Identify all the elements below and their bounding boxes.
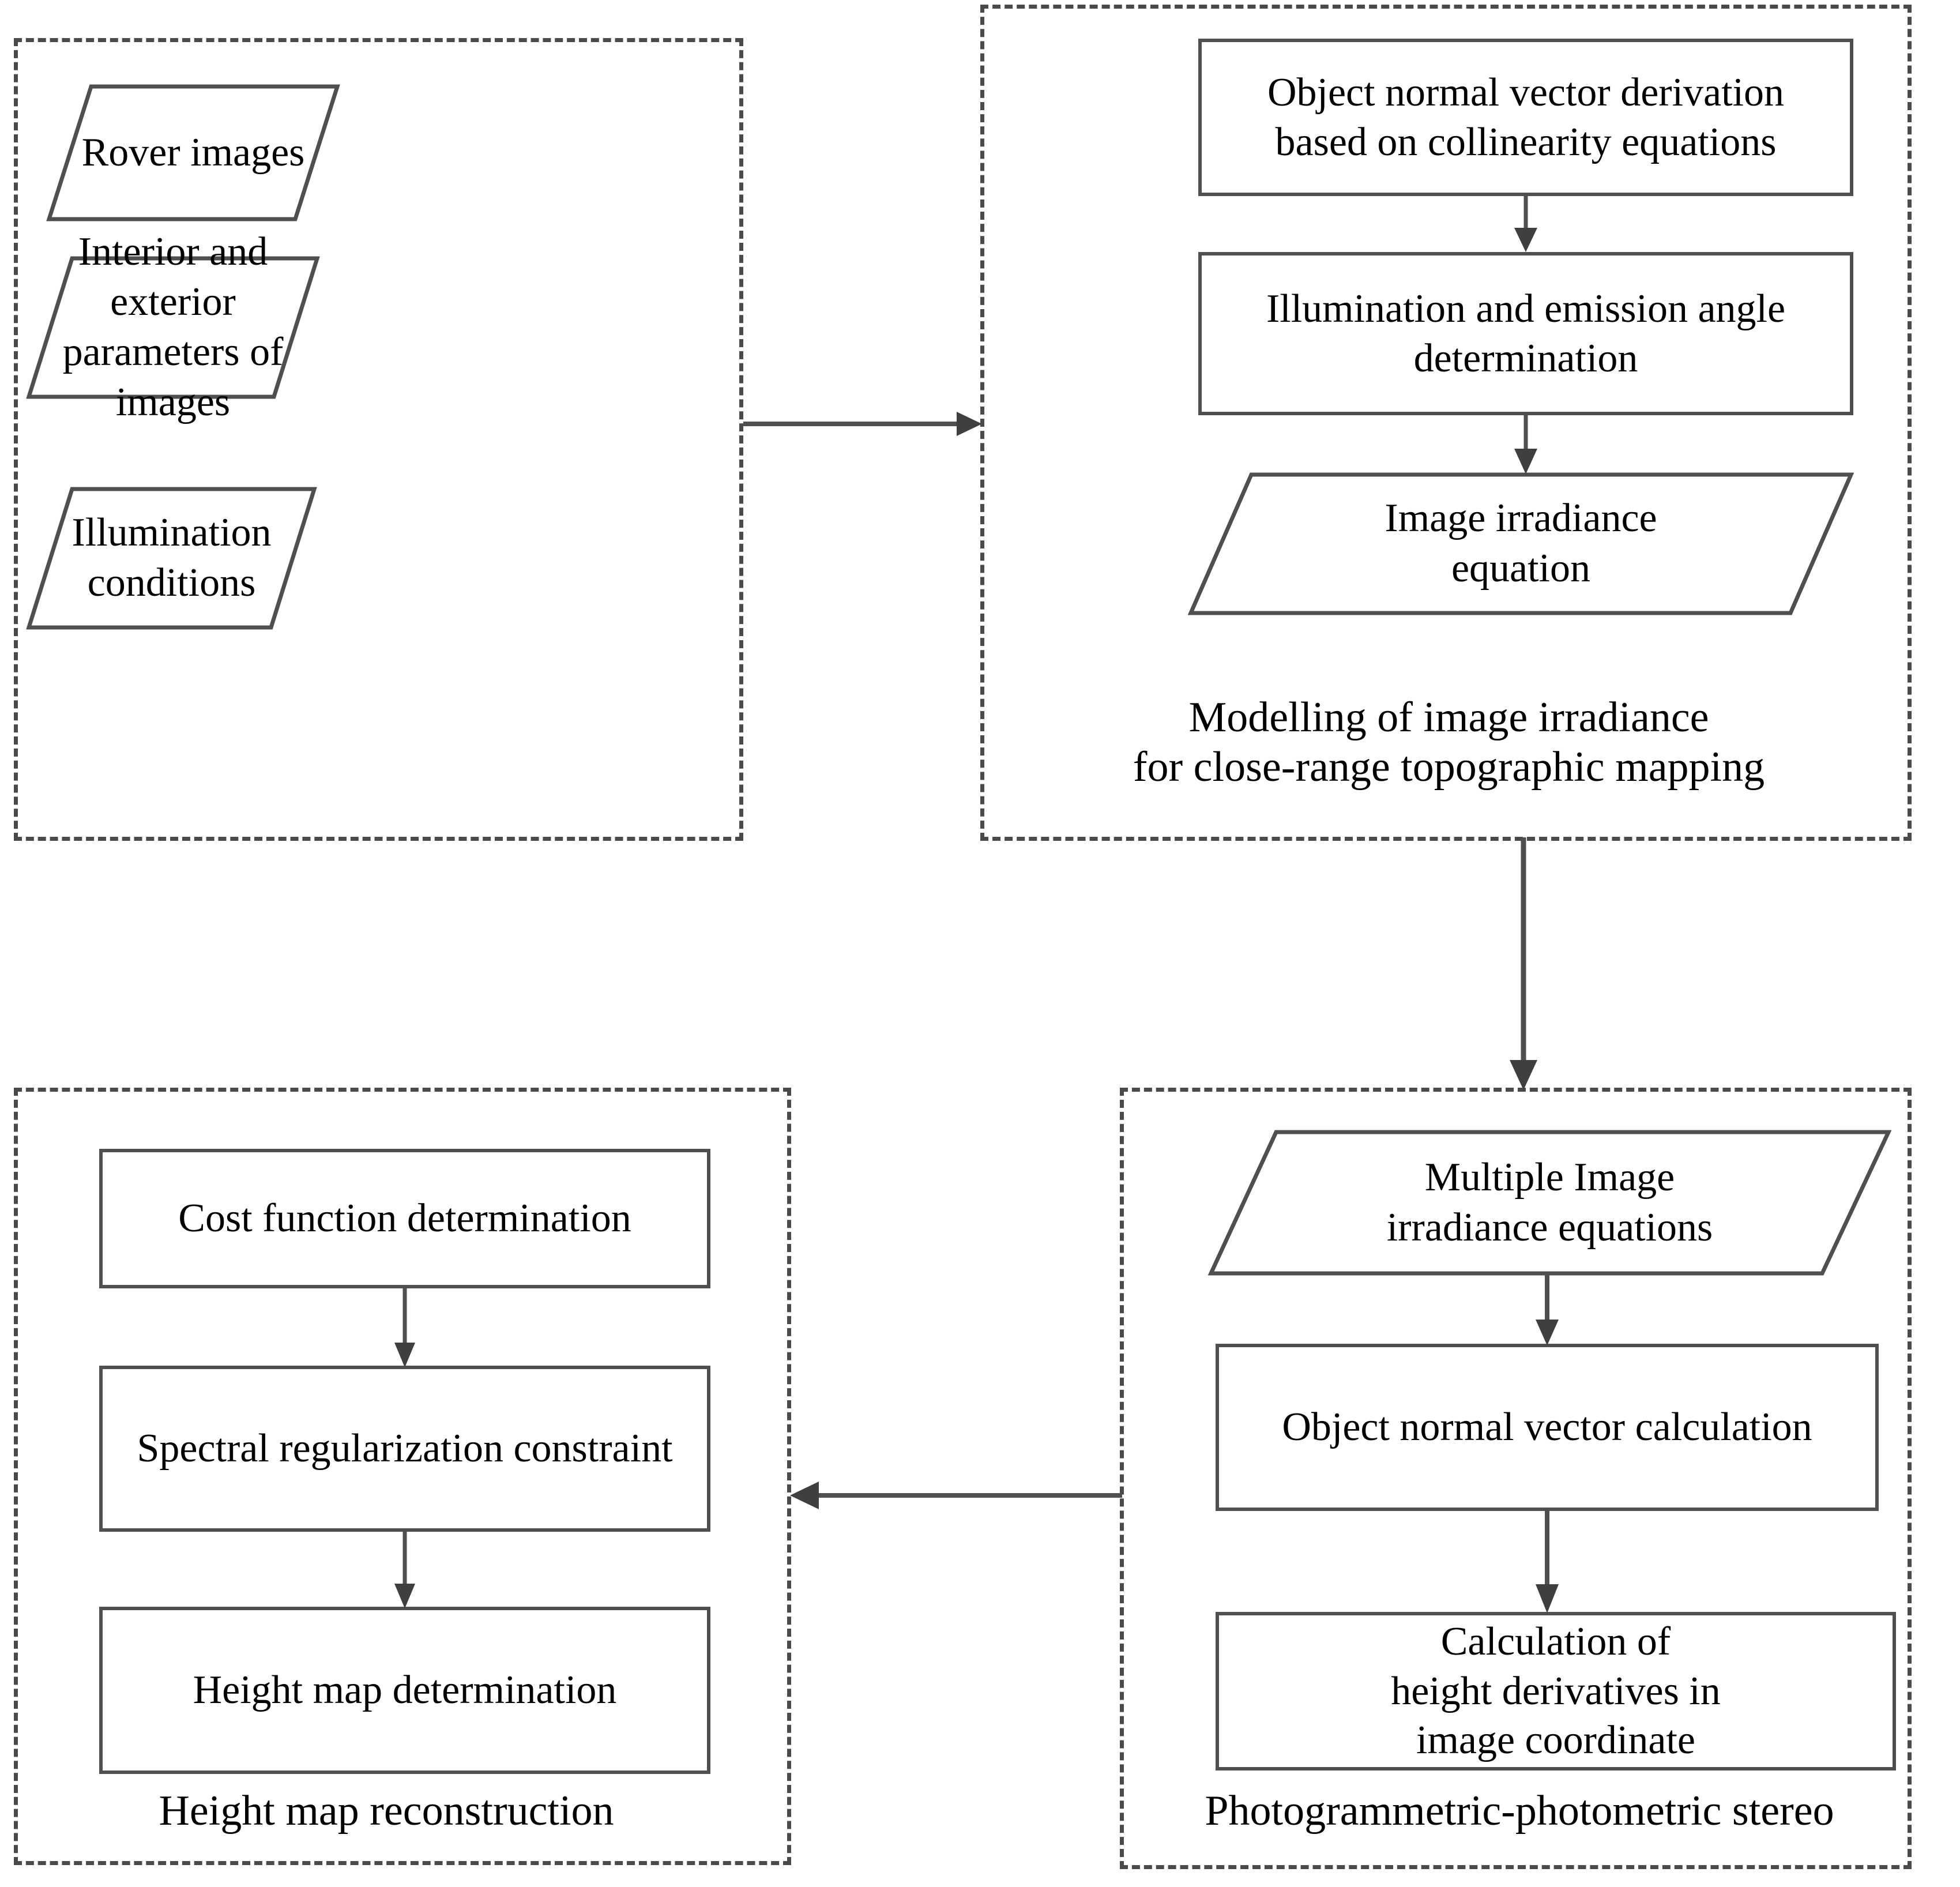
node-spectral-regularization-constraint[interactable]: Spectral regularization constraint — [99, 1366, 710, 1532]
node-cost-function-determination[interactable]: Cost function determination — [99, 1149, 710, 1288]
node-image-irradiance-equation[interactable]: Image irradiance equation — [1188, 472, 1854, 616]
arrow-down-icon — [394, 1531, 415, 1608]
group-image-irradiance-modelling — [980, 5, 1912, 841]
connector-inputs-to-modelling — [743, 412, 985, 436]
node-illumination-conditions[interactable]: Illumination conditions — [26, 486, 317, 630]
arrow-down-icon — [1536, 1508, 1559, 1613]
parallelogram-shape — [26, 256, 320, 399]
parallelogram-shape — [1208, 1130, 1891, 1276]
arrow-down-icon — [394, 1287, 415, 1367]
connector-stereo-to-reconstruction — [789, 1482, 1123, 1509]
node-object-normal-vector-calculation[interactable]: Object normal vector calculation — [1216, 1344, 1879, 1511]
parallelogram-shape — [46, 84, 340, 221]
group-height-map-reconstruction — [14, 1088, 791, 1865]
node-interior-exterior-parameters[interactable]: Interior and exterior parameters of imag… — [26, 230, 320, 424]
arrow-down-icon — [1510, 837, 1537, 1090]
node-image-irradiance-equation-label: Image irradiance equation — [1385, 496, 1657, 591]
node-multiple-image-irradiance-equations[interactable]: Multiple Image irradiance equations — [1208, 1129, 1891, 1276]
node-illumination-conditions-label: Illumination conditions — [72, 510, 272, 605]
group-inputs — [14, 38, 743, 841]
connector-derivation-to-angle — [1514, 196, 1537, 254]
connector-modelling-to-stereo — [1509, 837, 1538, 1092]
caption-height-map-reconstruction: Height map reconstruction — [159, 1787, 614, 1835]
parallelogram-shape — [1188, 472, 1854, 615]
node-interior-exterior-parameters-label: Interior and exterior parameters of imag… — [62, 230, 284, 424]
connector-normal-calc-to-derivatives — [1536, 1508, 1559, 1615]
arrow-down-icon — [1514, 415, 1537, 474]
group-photogrammetric-photometric-stereo — [1120, 1088, 1912, 1869]
connector-cost-to-spectral — [393, 1287, 416, 1369]
node-multiple-image-irradiance-equations-label: Multiple Image irradiance equations — [1386, 1155, 1713, 1250]
connector-spectral-to-heightmap — [393, 1531, 416, 1610]
node-height-map-determination[interactable]: Height map determination — [99, 1607, 710, 1774]
node-illumination-emission-angle[interactable]: Illumination and emission angle determin… — [1198, 252, 1853, 415]
connector-angle-to-irradiance — [1514, 415, 1537, 476]
arrow-down-icon — [1514, 196, 1537, 252]
connector-multiple-to-normal-calc — [1536, 1273, 1559, 1347]
node-height-derivatives-calculation[interactable]: Calculation of height derivatives in ima… — [1216, 1612, 1896, 1771]
arrow-left-icon — [790, 1482, 1122, 1509]
caption-image-irradiance-modelling: Modelling of image irradiance for close-… — [1133, 694, 1765, 791]
node-rover-images[interactable]: Rover images — [46, 84, 340, 222]
arrow-down-icon — [1536, 1273, 1559, 1345]
parallelogram-shape — [26, 487, 317, 630]
node-object-normal-vector-derivation[interactable]: Object normal vector derivation based on… — [1198, 39, 1853, 196]
caption-photogrammetric-photometric-stereo: Photogrammetric-photometric stereo — [1205, 1787, 1834, 1835]
node-rover-images-label: Rover images — [81, 130, 305, 175]
arrow-right-icon — [743, 412, 982, 436]
